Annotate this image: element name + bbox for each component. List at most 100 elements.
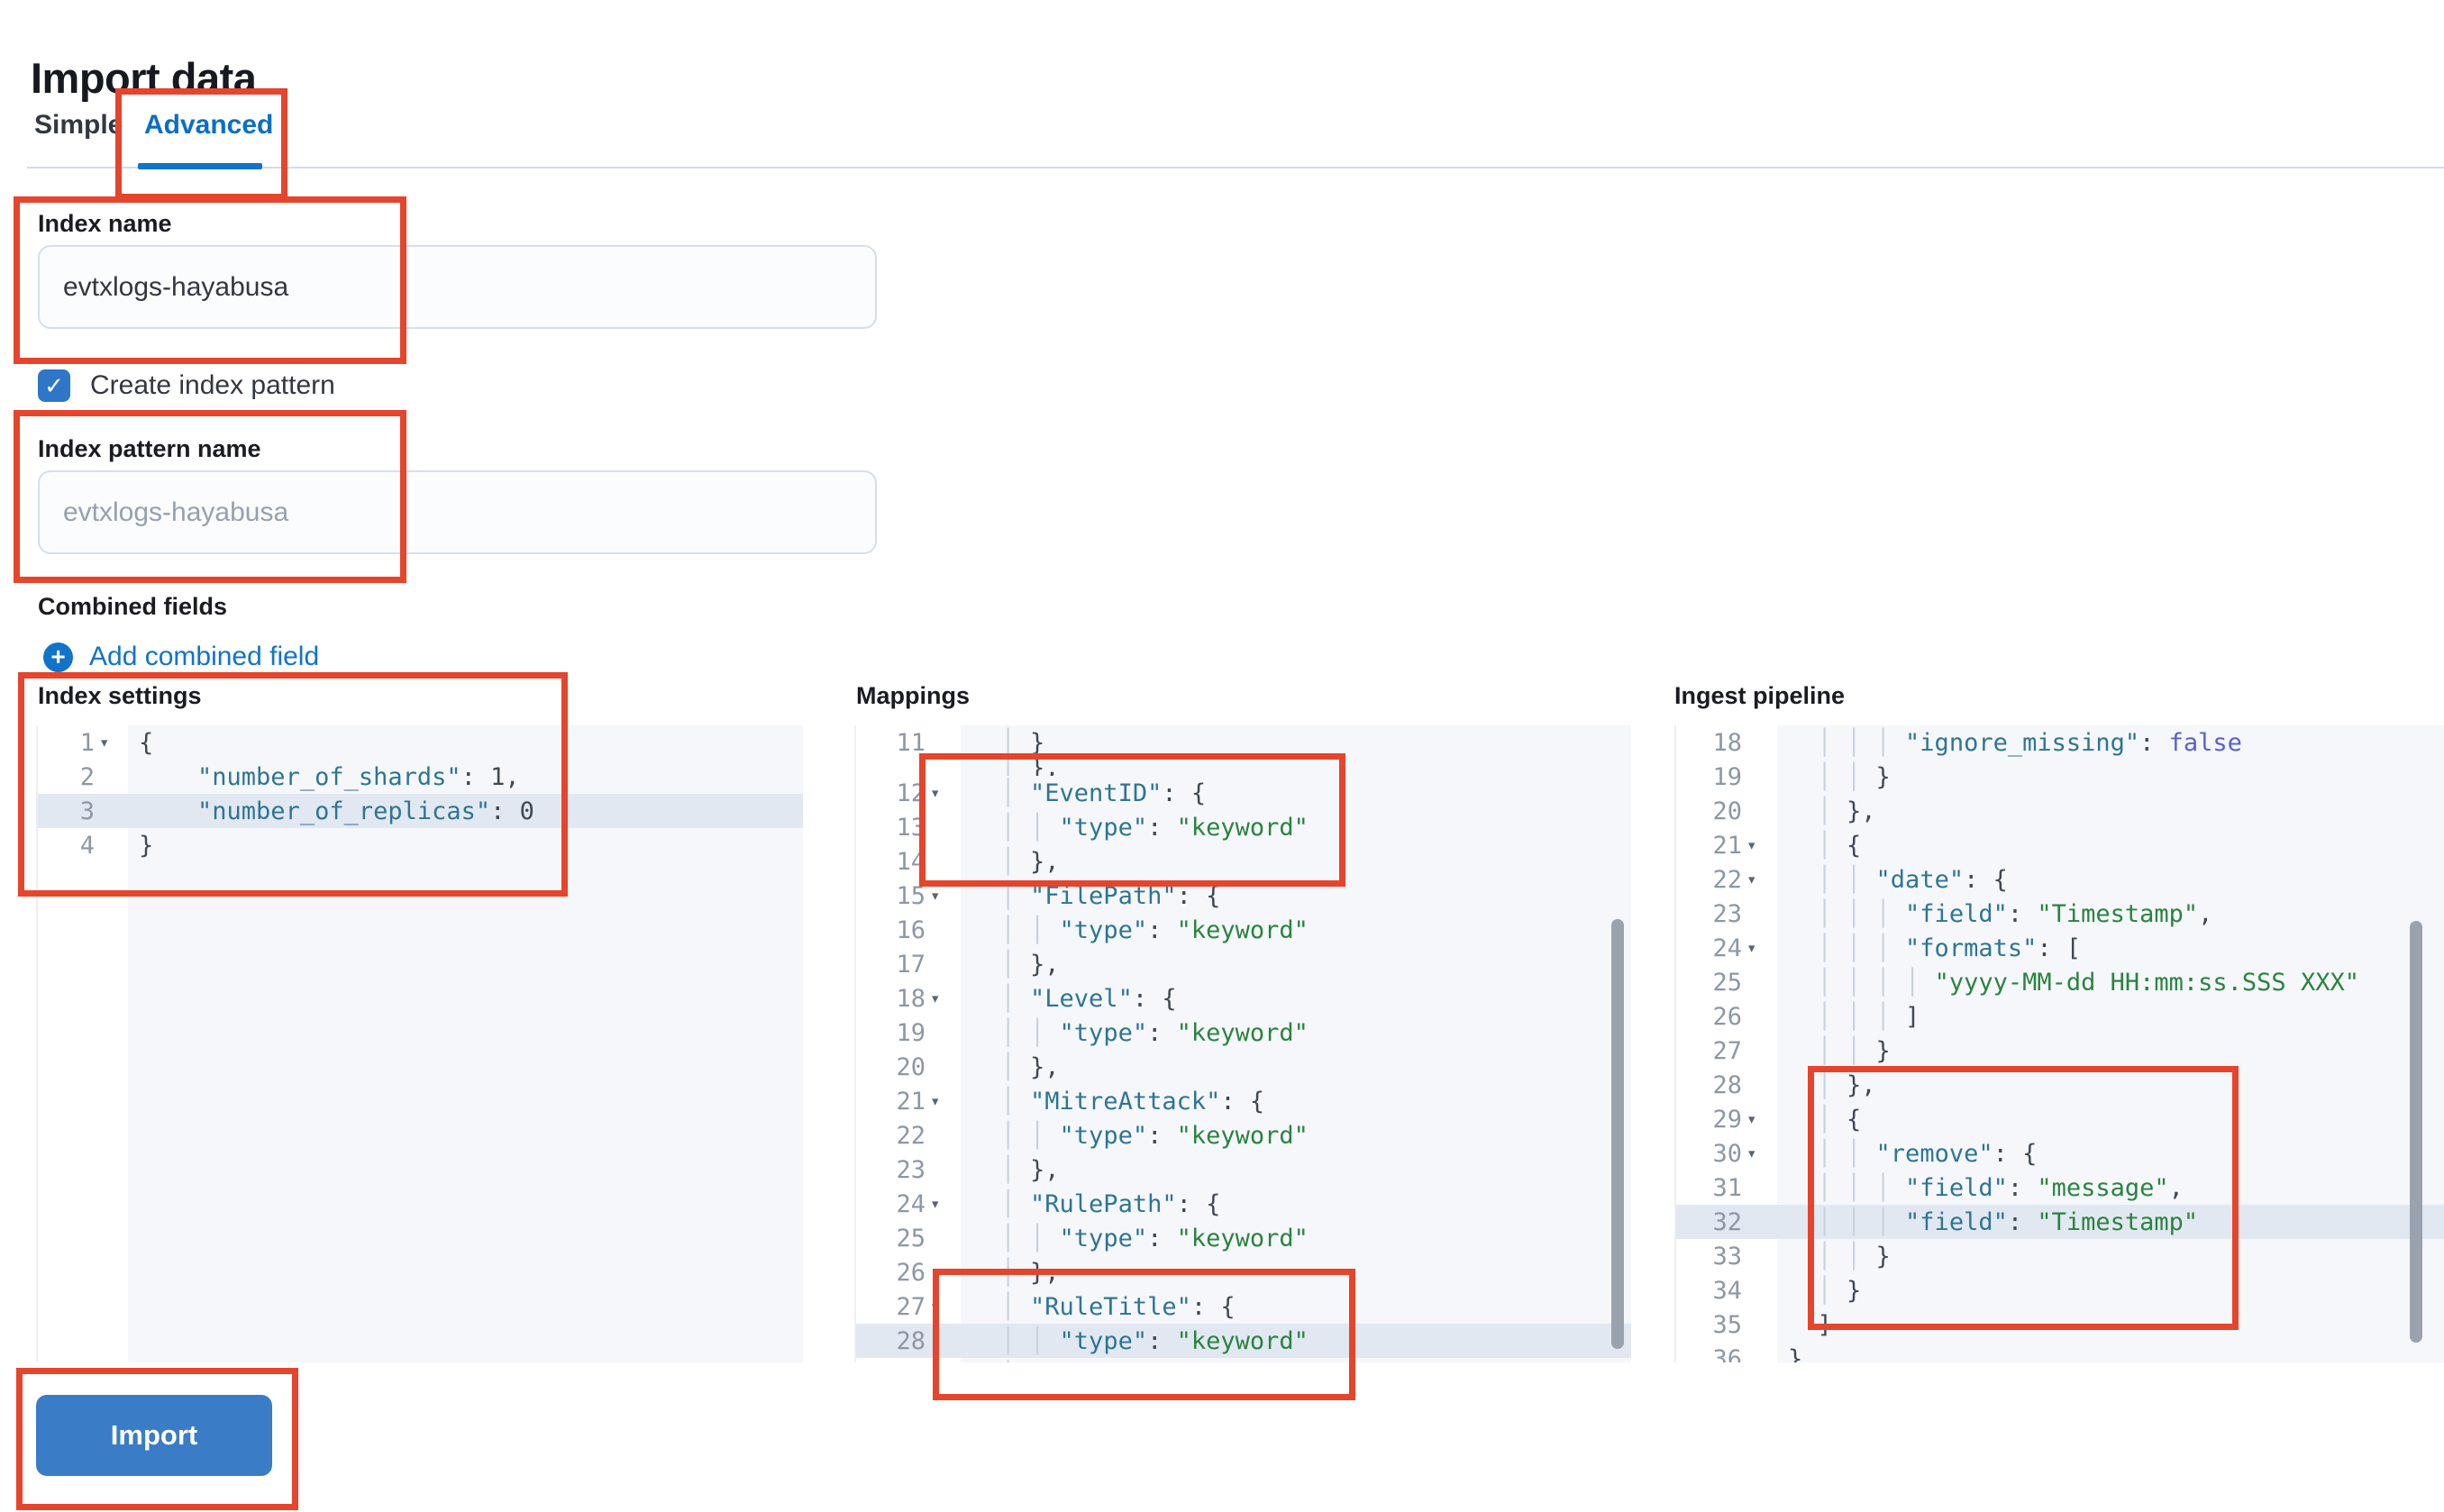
annotation-box-advanced-tab (115, 88, 287, 200)
code-line[interactable]: 18▾ │ "Level": { (856, 981, 1631, 1016)
code-line[interactable]: │ }, (856, 760, 1631, 776)
code-line[interactable]: 2 "number_of_shards": 1, (38, 760, 803, 794)
tab-advanced[interactable]: Advanced (144, 110, 274, 140)
line-number: 33 (1712, 1242, 1742, 1271)
code-line[interactable]: 25 │ │ │ │ "yyyy-MM-dd HH:mm:ss.SSS XXX" (1676, 965, 2444, 999)
code-line[interactable]: 11 │ } (856, 725, 1631, 760)
code-line[interactable]: 22▾ │ │ "date": { (1676, 862, 2444, 897)
fold-arrow-icon[interactable]: ▾ (930, 1194, 941, 1214)
code-text: │ │ } (1788, 762, 1891, 791)
code-line[interactable]: 4} (38, 828, 803, 862)
index-pattern-name-label: Index pattern name (38, 435, 261, 462)
fold-arrow-icon[interactable]: ▾ (930, 988, 941, 1008)
fold-arrow-icon[interactable]: ▾ (1746, 1109, 1757, 1129)
code-text: } (1788, 1344, 1803, 1363)
line-number: 18 (1712, 728, 1742, 757)
code-line[interactable]: 32 │ │ │ "field": "Timestamp" (1676, 1205, 2444, 1239)
code-line[interactable]: 30▾ │ │ "remove": { (1676, 1136, 2444, 1170)
code-text: │ │ "remove": { (1788, 1139, 2038, 1168)
fold-arrow-icon[interactable]: ▾ (1746, 870, 1757, 889)
line-number: 1▾ (38, 725, 128, 760)
code-text: │ │ "type": "keyword" (971, 1018, 1309, 1047)
line-number: 26 (896, 1258, 926, 1287)
code-line[interactable]: 25 │ │ "type": "keyword" (856, 1221, 1631, 1255)
code-line[interactable]: 31 │ │ │ "field": "message", (1676, 1170, 2444, 1205)
code-text: ] (1817, 1310, 1832, 1339)
import-button[interactable]: Import (36, 1395, 272, 1476)
code-line[interactable]: 28 │ │ "type": "keyword" (856, 1324, 1631, 1358)
tab-simple[interactable]: Simple (34, 110, 123, 140)
code-text: │ │ │ "formats": [ (1788, 934, 2082, 962)
fold-arrow-icon[interactable]: ▾ (930, 1091, 941, 1111)
code-line[interactable]: 27 │ │ } (1676, 1034, 2444, 1068)
code-line[interactable]: 26 │ │ │ ] (1676, 999, 2444, 1034)
code-line[interactable]: 15▾ │ "FilePath": { (856, 879, 1631, 913)
code-line[interactable]: 19 │ │ "type": "keyword" (856, 1016, 1631, 1050)
code-line[interactable]: 29▾ │ { (1676, 1102, 2444, 1136)
index-name-input[interactable] (38, 245, 877, 329)
code-line[interactable]: 28 │ }, (1676, 1068, 2444, 1102)
mappings-scrollbar-thumb[interactable] (1611, 919, 1624, 1349)
line-number-gutter (38, 725, 128, 1362)
ingest-pipeline-scrollbar-thumb[interactable] (2410, 921, 2422, 1343)
line-number: 21▾ (1676, 828, 1777, 862)
code-line[interactable]: 29 │ }, (856, 1358, 1631, 1363)
add-combined-field-link[interactable]: + Add combined field (43, 642, 319, 672)
tabs-divider (27, 167, 2444, 169)
code-line[interactable]: 27▾ │ "RuleTitle": { (856, 1289, 1631, 1324)
create-index-pattern-checkbox[interactable]: ✓ (38, 369, 70, 402)
fold-arrow-icon[interactable]: ▾ (1746, 1143, 1757, 1163)
code-text: │ │ "type": "keyword" (971, 1121, 1309, 1150)
fold-arrow-icon[interactable]: ▾ (930, 886, 941, 906)
fold-arrow-icon[interactable]: ▾ (1746, 835, 1757, 855)
line-number: 36 (1712, 1344, 1742, 1363)
code-line[interactable]: 12▾ │ "EventID": { (856, 776, 1631, 810)
fold-arrow-icon[interactable]: ▾ (930, 1297, 941, 1316)
fold-arrow-icon[interactable]: ▾ (930, 783, 941, 803)
code-text: │ │ │ "field": "Timestamp" (1788, 1207, 2199, 1236)
fold-arrow-icon[interactable]: ▾ (99, 733, 110, 752)
fold-arrow-icon[interactable]: ▾ (1746, 938, 1757, 958)
code-line[interactable]: 18 │ │ │ "ignore_missing": false (1676, 725, 2444, 760)
code-text: │ │ "type": "keyword" (971, 813, 1309, 842)
code-line[interactable]: 24▾ │ "RulePath": { (856, 1187, 1631, 1221)
code-line[interactable]: 3 "number_of_replicas": 0 (38, 794, 803, 828)
code-line[interactable]: 20 │ }, (1676, 794, 2444, 828)
line-number: 27 (1712, 1036, 1742, 1065)
code-line[interactable]: 21▾ │ "MitreAttack": { (856, 1084, 1631, 1118)
combined-fields-label: Combined fields (38, 593, 228, 620)
code-line[interactable]: 1▾{ (38, 725, 803, 760)
code-line[interactable]: 35 ] (1676, 1307, 2444, 1342)
line-number: 24▾ (856, 1187, 961, 1221)
code-line[interactable]: 22 │ │ "type": "keyword" (856, 1118, 1631, 1152)
index-pattern-name-input[interactable] (38, 470, 877, 554)
code-line[interactable]: 24▾ │ │ │ "formats": [ (1676, 931, 2444, 965)
code-line[interactable]: 23 │ │ │ "field": "Timestamp", (1676, 897, 2444, 931)
code-line[interactable]: 23 │ }, (856, 1152, 1631, 1187)
mappings-editor[interactable]: 11 │ } │ },12▾ │ "EventID": {13 │ │ "typ… (854, 725, 1631, 1362)
code-text: "number_of_replicas": 0 (197, 797, 534, 825)
code-line[interactable]: 26 │ }, (856, 1255, 1631, 1289)
code-line[interactable]: 36} (1676, 1342, 2444, 1363)
line-number: 34 (1712, 1276, 1742, 1305)
code-line[interactable]: 20 │ }, (856, 1050, 1631, 1084)
code-text: │ │ │ "ignore_missing": false (1788, 728, 2242, 757)
line-number: 19 (896, 1018, 926, 1047)
code-line[interactable]: 21▾ │ { (1676, 828, 2444, 862)
line-number: 30▾ (1676, 1136, 1777, 1170)
create-index-pattern-label[interactable]: Create index pattern (90, 370, 335, 400)
code-line[interactable]: 17 │ }, (856, 947, 1631, 981)
code-text: │ { (1788, 831, 1862, 860)
index-settings-editor[interactable]: 1▾{2 "number_of_shards": 1,3 "number_of_… (36, 725, 803, 1362)
code-line[interactable]: 16 │ │ "type": "keyword" (856, 913, 1631, 947)
code-line[interactable]: 19 │ │ } (1676, 760, 2444, 794)
line-number: 22▾ (1676, 862, 1777, 897)
line-number: 4 (79, 831, 95, 860)
code-line[interactable]: 33 │ │ } (1676, 1239, 2444, 1273)
code-text: │ }, (1788, 797, 1876, 825)
code-line[interactable]: 13 │ │ "type": "keyword" (856, 810, 1631, 844)
line-number: 12▾ (856, 776, 961, 810)
code-line[interactable]: 34 │ } (1676, 1273, 2444, 1307)
code-line[interactable]: 14 │ }, (856, 844, 1631, 879)
